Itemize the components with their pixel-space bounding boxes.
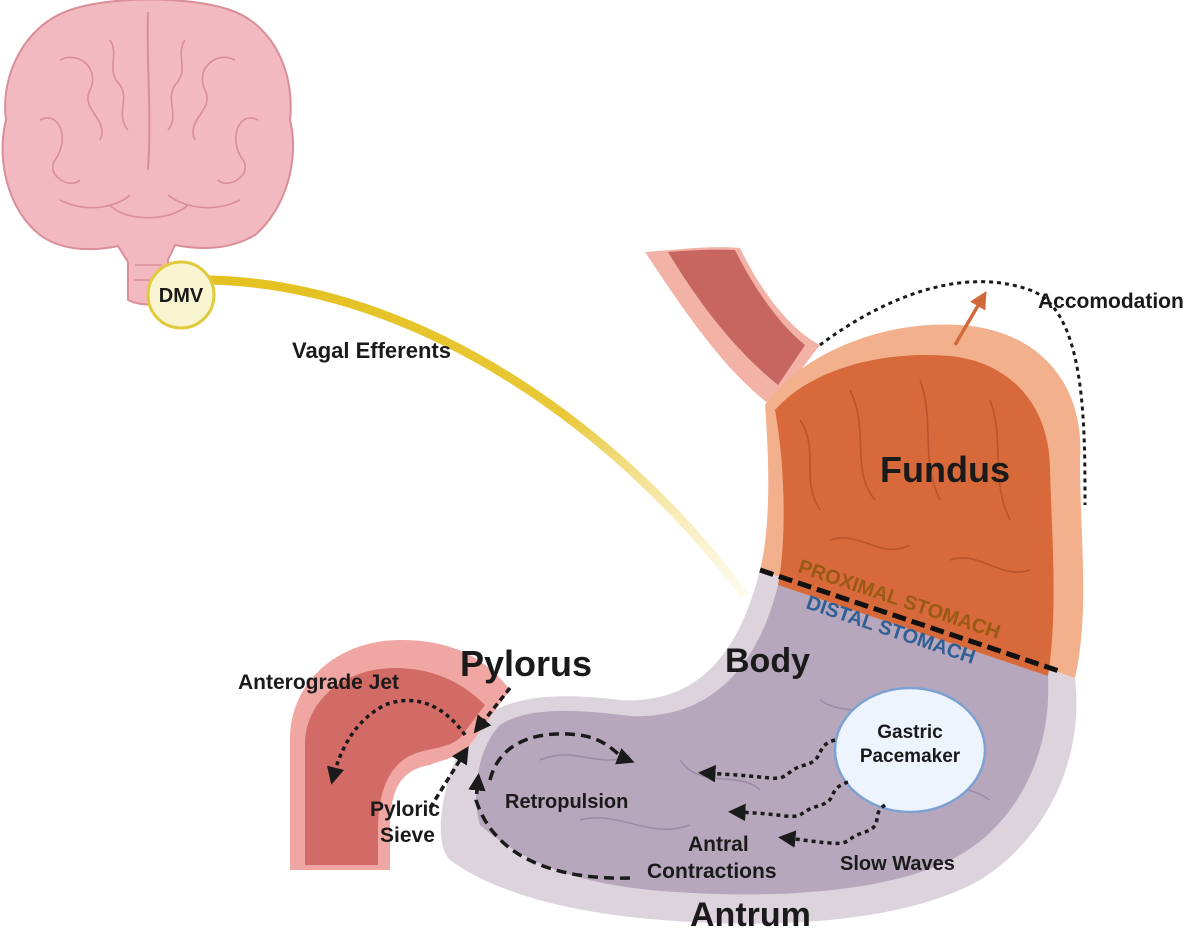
- accomodation-dotted-outline: [819, 280, 1087, 506]
- fundus-label: Fundus: [880, 449, 1010, 490]
- slow-wave-arrow-2: [728, 780, 849, 822]
- dmv-node: [146, 260, 216, 330]
- anterograde-jet-arrow: [327, 698, 467, 785]
- brain-illustration: [1, 0, 294, 306]
- gastric-pacemaker: [833, 686, 987, 814]
- duodenum: [290, 640, 510, 870]
- vagal-efferents-label: Vagal Efferents: [292, 338, 451, 363]
- pylorus-pointer-arrow: [473, 686, 512, 734]
- accomodation-arrow: [953, 290, 987, 346]
- slow-waves-label: Slow Waves: [840, 853, 955, 875]
- vagal-efferent-nerve: [205, 275, 747, 597]
- fundus-region: [760, 324, 1084, 678]
- antral-contractions-label-line2: Contractions: [647, 860, 777, 883]
- slow-wave-arrow-3: [778, 803, 887, 848]
- gastric-pacemaker-label-line1: Gastric: [877, 722, 943, 743]
- proximal-distal-divider: [759, 567, 1063, 675]
- retropulsion-label: Retropulsion: [505, 791, 628, 813]
- pyloric-sieve-pointer: [428, 746, 469, 809]
- retropulsion-arrow: [488, 732, 635, 781]
- dmv-label: DMV: [159, 285, 204, 307]
- pyloric-sieve-label-line2: Sieve: [380, 824, 435, 847]
- body-label: Body: [725, 642, 810, 680]
- pylorus-label: Pylorus: [460, 643, 592, 684]
- esophagus: [645, 247, 820, 405]
- gastric-pacemaker-label-line2: Pacemaker: [860, 746, 961, 767]
- pyloric-sieve-label-line1: Pyloric: [370, 798, 440, 821]
- distal-stomach: [440, 570, 1077, 924]
- antrum-label: Antrum: [690, 896, 811, 934]
- anterograde-jet-label: Anterograde Jet: [238, 671, 399, 694]
- accomodation-label: Accomodation: [1038, 290, 1184, 313]
- antral-contractions-label-line1: Antral: [688, 833, 749, 856]
- antrum-flow-arrow: [468, 773, 631, 880]
